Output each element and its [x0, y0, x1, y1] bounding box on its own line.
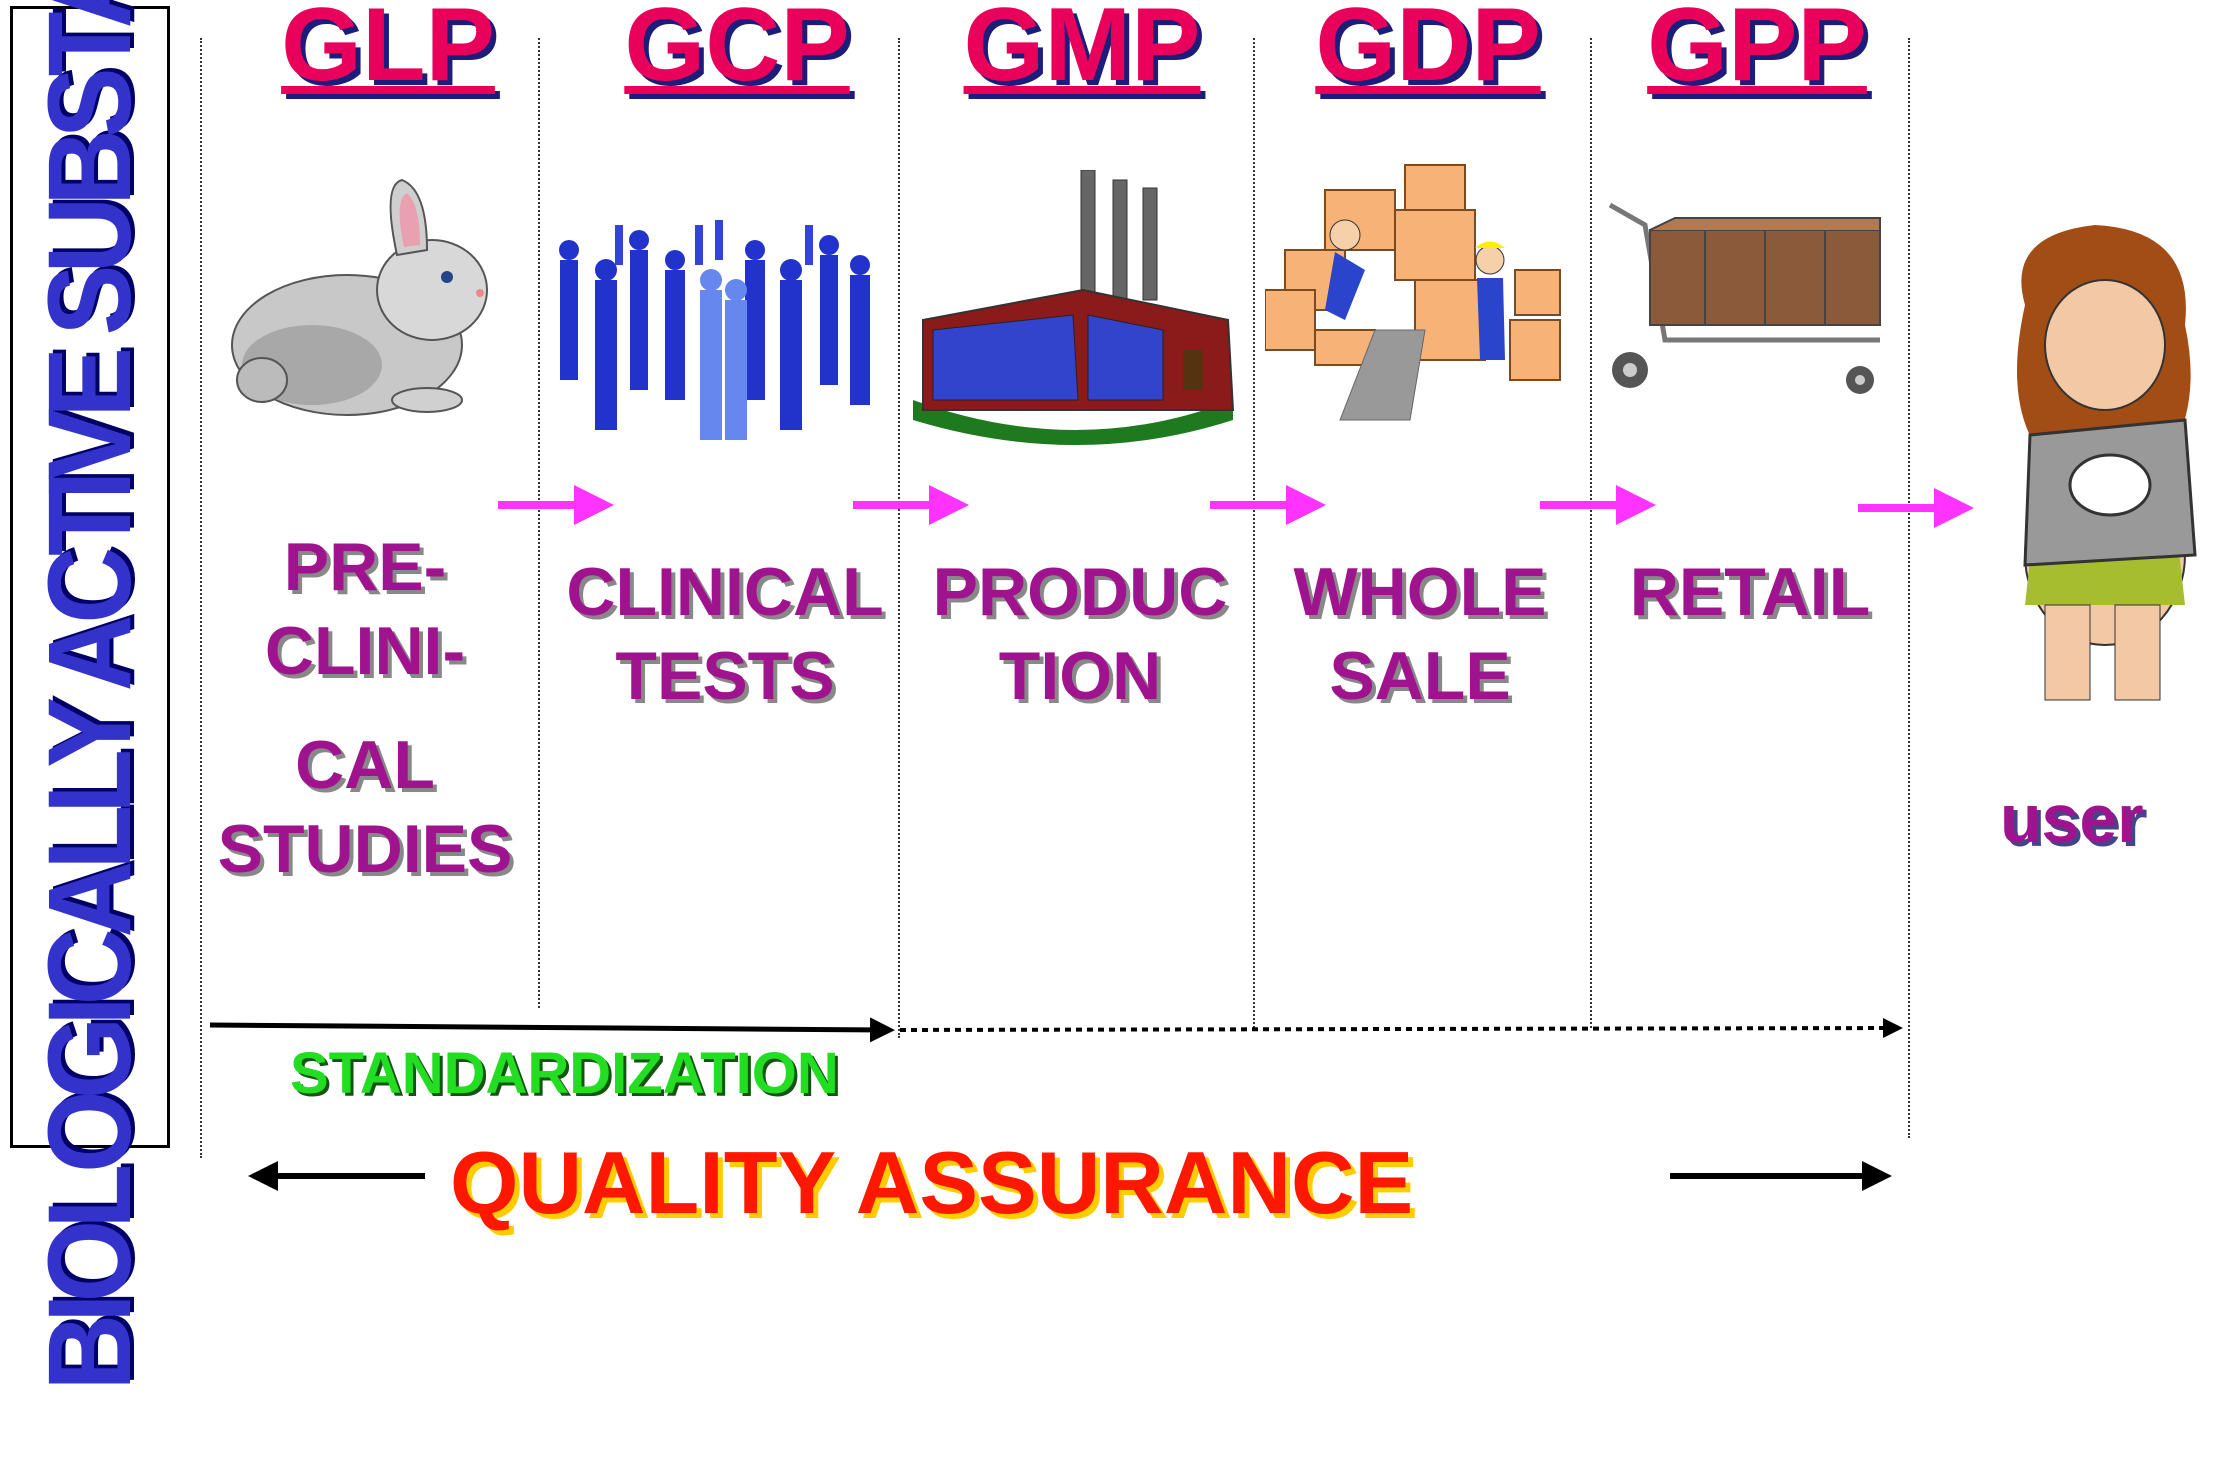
warehouse-workers-icon	[1265, 164, 1561, 421]
side-label-box: BIOLOGICALLY ACTIVE SUBSTANCE	[10, 0, 170, 1391]
separator-line	[1590, 38, 1592, 1028]
guideline-gcp: GCP	[624, 0, 850, 103]
rabbit-icon	[231, 178, 488, 416]
stage-preclinical: PRE- CLINI- CAL STUDIES	[217, 529, 513, 887]
stage-retail: RETAIL	[1629, 554, 1871, 630]
flow-arrows	[209, 485, 1974, 1191]
caveman-user-icon	[2017, 225, 2197, 701]
stage-production: PRODUC TION	[932, 554, 1228, 714]
factory-icon	[913, 170, 1235, 445]
crowd-icon	[559, 220, 870, 440]
stage-clinical: CLINICAL TESTS	[566, 554, 884, 714]
standardization-label: STANDARDIZATION	[290, 1041, 839, 1106]
separator-line	[898, 38, 900, 1038]
guideline-gmp: GMP	[963, 0, 1201, 103]
user-label: user	[2000, 781, 2144, 857]
guideline-glp: GLP	[281, 0, 495, 103]
shopping-cart-icon	[1608, 202, 1881, 394]
standardization-extension-arrow	[899, 1018, 1903, 1039]
separator-line	[1908, 38, 1910, 1138]
separator-line	[1253, 38, 1255, 1028]
separator-line	[538, 38, 540, 1008]
standardization-arrow	[209, 1017, 895, 1043]
quality-assurance-label: QUALITY ASSURANCE	[450, 1133, 1414, 1232]
separator-line	[200, 38, 202, 1158]
stage-wholesale: WHOLE SALE	[1293, 554, 1547, 714]
guideline-gpp: GPP	[1647, 0, 1867, 103]
guideline-gdp: GDP	[1315, 0, 1541, 103]
